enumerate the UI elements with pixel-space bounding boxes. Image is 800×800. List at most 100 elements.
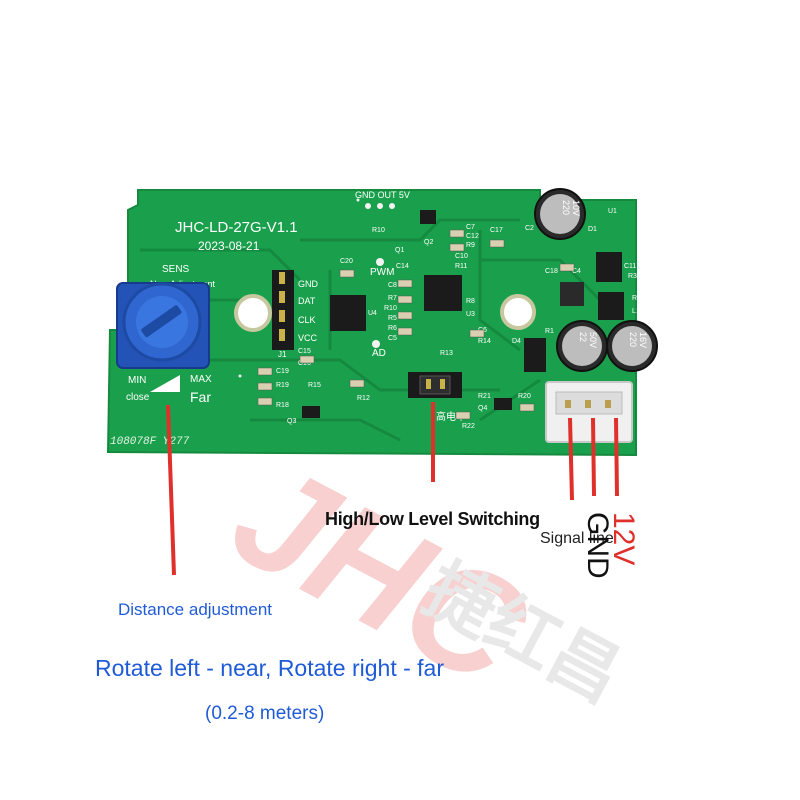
smd-part bbox=[519, 403, 535, 412]
capacitor-voltage: 50V bbox=[588, 332, 598, 348]
designator: Q1 bbox=[395, 247, 404, 254]
capacitor-voltage: 16V bbox=[638, 332, 648, 348]
designator: R21 bbox=[478, 393, 491, 400]
inductor bbox=[560, 282, 584, 306]
capacitor-cap bbox=[540, 194, 580, 234]
designator: C2 bbox=[525, 225, 534, 232]
power-connector[interactable] bbox=[545, 381, 633, 443]
vias bbox=[238, 198, 395, 378]
silk-sens: SENS bbox=[162, 264, 190, 275]
v12-label: 12V bbox=[607, 512, 640, 566]
smd-part bbox=[257, 382, 273, 391]
designator: C17 bbox=[490, 227, 503, 234]
designator: R2 bbox=[632, 295, 641, 302]
jumper-cap[interactable] bbox=[419, 375, 451, 395]
pcb-board: JHC-LD-27G-V1.1 2023-08-21 108078F Y277 … bbox=[106, 188, 658, 457]
gnd-pointer-line bbox=[591, 417, 596, 497]
silk-far: Far bbox=[190, 389, 211, 405]
designator: R5 bbox=[388, 315, 397, 322]
designator: R19 bbox=[276, 382, 289, 389]
silk-pin-dat: DAT bbox=[298, 296, 316, 306]
ic-u3 bbox=[424, 275, 462, 311]
capacitor-2: 22 50V bbox=[556, 320, 608, 372]
designator: C8 bbox=[388, 282, 397, 289]
silk-ad: AD bbox=[372, 348, 386, 359]
jumper-pin bbox=[440, 379, 445, 389]
mounting-hole-right bbox=[500, 294, 536, 330]
designator: R6 bbox=[388, 325, 397, 332]
header-pin bbox=[279, 272, 285, 284]
header-pin bbox=[279, 310, 285, 322]
silk-close: close bbox=[126, 392, 150, 403]
connector-pin bbox=[605, 400, 611, 408]
smd-part bbox=[449, 229, 465, 238]
via bbox=[389, 203, 395, 209]
via bbox=[356, 198, 360, 202]
potentiometer[interactable] bbox=[116, 282, 210, 369]
via bbox=[238, 374, 242, 378]
designator: R7 bbox=[388, 295, 397, 302]
header-pin bbox=[279, 291, 285, 303]
high-low-switching-label: High/Low Level Switching bbox=[325, 509, 540, 529]
designator: R9 bbox=[466, 242, 475, 249]
board-model: JHC-LD-27G-V1.1 bbox=[175, 219, 298, 236]
capacitor-cap bbox=[562, 326, 602, 366]
smd-part bbox=[339, 269, 355, 278]
designator: R20 bbox=[518, 393, 531, 400]
designator: R13 bbox=[440, 350, 453, 357]
smd-part bbox=[489, 239, 505, 248]
designator: C18 bbox=[545, 268, 558, 275]
designator: C10 bbox=[455, 253, 468, 260]
smd-part bbox=[449, 243, 465, 252]
range-label: (0.2-8 meters) bbox=[205, 703, 325, 724]
v12-pointer-line bbox=[614, 417, 619, 497]
annotation-lines bbox=[166, 402, 619, 576]
designator: Q3 bbox=[287, 418, 296, 425]
header-pin bbox=[279, 329, 285, 341]
diode-d4 bbox=[524, 338, 546, 372]
regulator bbox=[598, 292, 624, 320]
designator: Q2 bbox=[424, 239, 433, 246]
designator: C12 bbox=[466, 233, 479, 240]
smd-part bbox=[299, 355, 315, 364]
mounting-hole-left bbox=[234, 294, 272, 332]
designator: U3 bbox=[466, 311, 475, 318]
designator: R3 bbox=[628, 273, 637, 280]
component-designators: C7 C12 R9 C10 R11 R10 Q1 Q2 C14 C20 C8 R… bbox=[276, 208, 641, 430]
designator: R1 bbox=[545, 328, 554, 335]
silk-pin-vcc: VCC bbox=[298, 333, 318, 343]
signal-pointer-line bbox=[568, 417, 574, 501]
designator: C7 bbox=[466, 224, 475, 231]
capacitor-1: 220 10V bbox=[534, 188, 586, 240]
capacitor-cap bbox=[612, 326, 652, 366]
high-low-jumper[interactable] bbox=[408, 372, 462, 398]
designator: C15 bbox=[298, 348, 311, 355]
smd-part bbox=[469, 329, 485, 338]
designator: R18 bbox=[276, 402, 289, 409]
capacitor-value: 22 bbox=[578, 332, 588, 342]
designator: R8 bbox=[466, 298, 475, 305]
designator: R14 bbox=[478, 338, 491, 345]
connector-pin bbox=[565, 400, 571, 408]
smd-part bbox=[455, 411, 471, 420]
distance-pointer-line bbox=[166, 404, 176, 576]
silk-max: MAX bbox=[190, 374, 212, 385]
silk-j1: J1 bbox=[278, 350, 287, 359]
capacitor-3: 220 16V bbox=[606, 320, 658, 372]
designator: C5 bbox=[388, 335, 397, 342]
jumper-pin bbox=[426, 379, 431, 389]
board-serial: 108078F Y277 bbox=[110, 436, 190, 448]
ic-u4 bbox=[330, 295, 366, 331]
via bbox=[377, 203, 383, 209]
smd-part bbox=[397, 279, 413, 288]
diode-d1 bbox=[596, 252, 622, 282]
capacitor-value: 220 bbox=[628, 332, 638, 347]
silk-pwm: PWM bbox=[370, 267, 394, 278]
potentiometer-slot bbox=[141, 305, 182, 338]
smd-components bbox=[257, 229, 575, 420]
board-date: 2023-08-21 bbox=[198, 239, 260, 253]
designator: L1 bbox=[632, 308, 640, 315]
smd-part bbox=[397, 327, 413, 336]
smd-part bbox=[397, 295, 413, 304]
smd-part bbox=[257, 367, 273, 376]
